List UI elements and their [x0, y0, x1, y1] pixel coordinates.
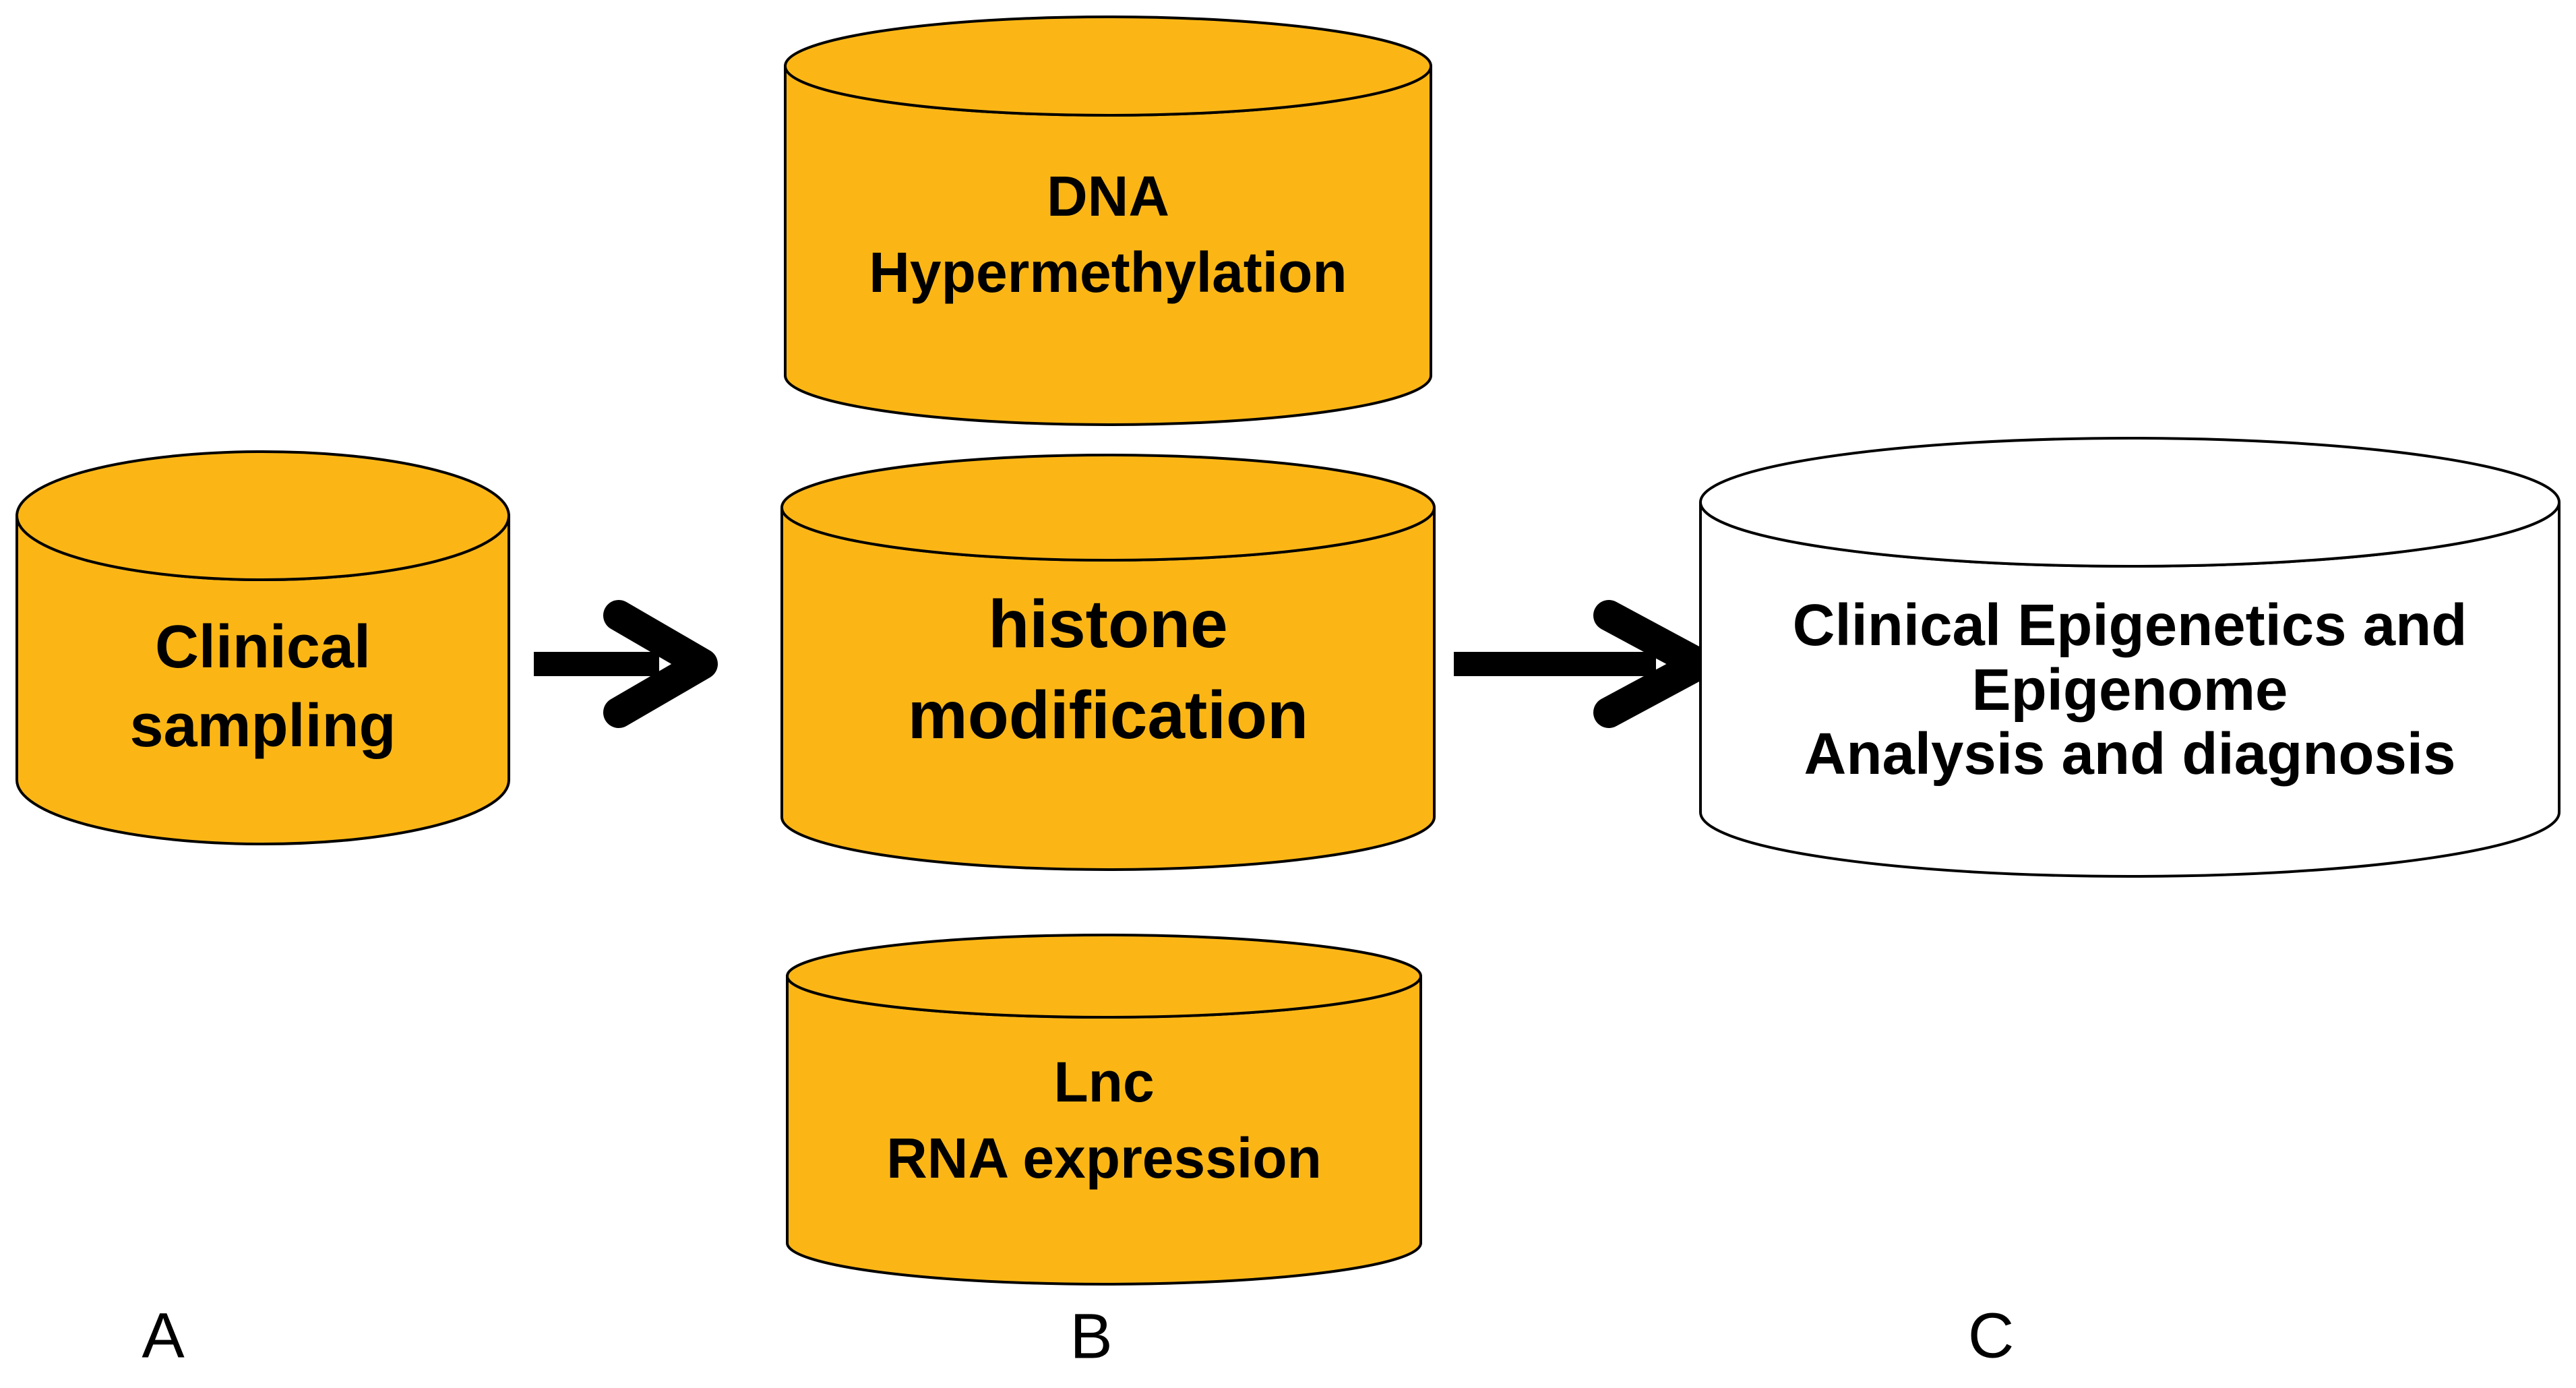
database-cylinder-shape	[780, 454, 1436, 871]
cylinder-top-ellipse	[16, 450, 510, 581]
cylinder-label-dna-hypermethylation: DNA Hypermethylation	[869, 164, 1347, 305]
database-cylinder-shape	[786, 934, 1422, 1286]
database-cylinder-shape	[1699, 437, 2560, 878]
cylinder-lnc-rna-expression: Lnc RNA expression	[786, 934, 1422, 1286]
cylinder-top-ellipse	[786, 934, 1422, 1019]
database-cylinder-shape	[16, 450, 510, 845]
arrow-b-to-c-icon	[1454, 600, 1715, 728]
cylinder-label-clinical-sampling: Clinical sampling	[129, 613, 396, 760]
cylinder-clinical-epigenetics: Clinical Epigenetics and Epigenome Analy…	[1699, 437, 2560, 878]
panel-label-a: A	[142, 1300, 185, 1372]
cylinder-label-histone-modification: histone modification	[907, 586, 1309, 753]
cylinder-label-lnc-rna-expression: Lnc RNA expression	[886, 1050, 1322, 1190]
cylinder-histone-modification: histone modification	[780, 454, 1436, 871]
panel-label-b: B	[1070, 1300, 1113, 1372]
arrow-a-to-b-icon	[534, 600, 718, 728]
cylinder-dna-hypermethylation: DNA Hypermethylation	[784, 16, 1432, 426]
cylinder-top-ellipse	[784, 16, 1432, 117]
cylinder-label-clinical-epigenetics: Clinical Epigenetics and Epigenome Analy…	[1792, 593, 2467, 787]
cylinder-clinical-sampling: Clinical sampling	[16, 450, 510, 845]
panel-label-c: C	[1967, 1300, 2015, 1372]
arrow-head	[603, 600, 718, 728]
database-cylinder-shape	[784, 16, 1432, 426]
cylinder-top-ellipse	[1699, 437, 2560, 568]
cylinder-top-ellipse	[780, 454, 1436, 562]
